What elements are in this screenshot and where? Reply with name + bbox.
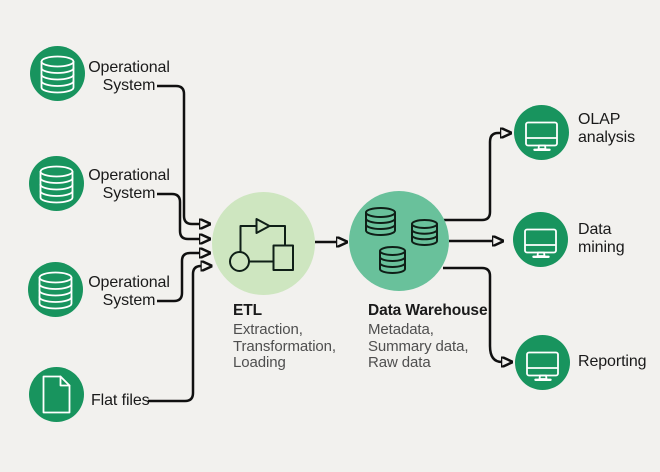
database-icon — [38, 271, 72, 309]
node-reporting — [514, 334, 570, 390]
label-operational-system-1: Operational System — [88, 59, 170, 94]
process-icon — [228, 217, 294, 272]
node-olap-analysis — [513, 104, 569, 160]
database-icon — [39, 165, 73, 203]
node-data-warehouse — [349, 191, 449, 291]
etl-title: ETL — [233, 302, 262, 319]
monitor-icon — [523, 228, 557, 258]
warehouse-subtitle: Metadata, Summary data, Raw data — [368, 321, 469, 371]
arrow-operational-3-to-etl — [157, 253, 200, 303]
label-olap-analysis: OLAP analysis — [578, 111, 636, 146]
warehouse-caption: Data Warehouse Metadata, Summary data, R… — [368, 301, 488, 372]
label-flat-files: Flat files — [91, 392, 150, 409]
node-operational-system-3 — [27, 261, 83, 317]
database-icon — [40, 55, 74, 93]
label-data-mining: Data mining — [578, 221, 625, 256]
node-flat-files — [28, 366, 84, 422]
etl-caption: ETL Extraction, Transformation, Loading — [233, 301, 336, 372]
node-data-mining — [512, 211, 568, 267]
label-operational-system-2: Operational System — [88, 167, 170, 202]
node-operational-system-1 — [29, 45, 85, 101]
arrow-operational-1-to-etl — [157, 84, 200, 224]
arrow-flat-files-to-etl — [148, 266, 202, 403]
label-reporting: Reporting — [578, 353, 647, 370]
node-operational-system-2 — [28, 155, 84, 211]
databases-icon — [365, 207, 438, 274]
label-operational-system-3: Operational System — [88, 274, 170, 309]
document-icon — [42, 375, 70, 413]
arrow-operational-2-to-etl — [157, 192, 200, 239]
node-etl — [211, 191, 315, 295]
etl-subtitle: Extraction, Transformation, Loading — [233, 321, 336, 371]
arrow-warehouse-to-olap — [443, 133, 501, 222]
monitor-icon — [524, 121, 558, 151]
arrow-warehouse-to-reporting — [443, 266, 502, 362]
monitor-icon — [525, 351, 559, 381]
warehouse-title: Data Warehouse — [368, 302, 488, 319]
